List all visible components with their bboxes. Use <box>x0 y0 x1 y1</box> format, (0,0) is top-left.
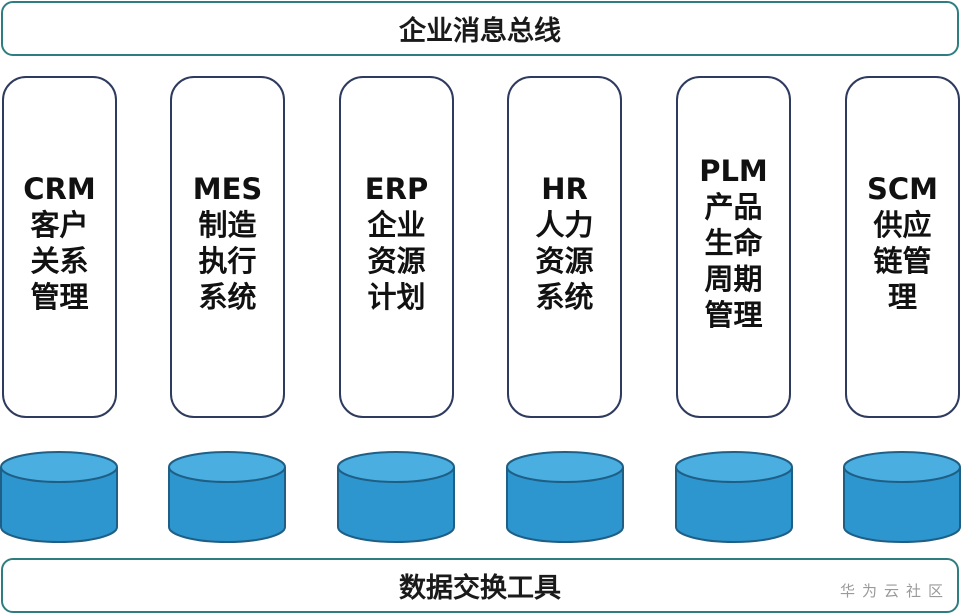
system-hr: HR 人力 资源 系统 <box>507 76 622 418</box>
system-scm-label: SCM 供应 链管 理 <box>866 172 939 314</box>
system-crm-label: CRM 客户 关系 管理 <box>23 172 96 314</box>
system-scm: SCM 供应 链管 理 <box>845 76 960 418</box>
systems-row: CRM 客户 关系 管理 MES 制造 执行 系统 ERP 企业 资源 计划 H… <box>0 76 962 418</box>
system-plm: PLM 产品 生命 周期 管理 <box>676 76 791 418</box>
database-cylinder-icon <box>0 451 118 543</box>
databases-row <box>0 450 962 545</box>
database-cylinder-icon <box>675 451 793 543</box>
database-cylinder-icon <box>337 451 455 543</box>
database-cylinder-icon <box>843 451 961 543</box>
enterprise-message-bus: 企业消息总线 <box>1 1 959 56</box>
system-erp: ERP 企业 资源 计划 <box>339 76 454 418</box>
database-cylinder-icon <box>506 451 624 543</box>
database-cylinder-icon <box>168 451 286 543</box>
data-exchange-label: 数据交换工具 <box>399 573 561 604</box>
message-bus-label: 企业消息总线 <box>399 16 561 47</box>
system-mes-label: MES 制造 执行 系统 <box>192 172 263 314</box>
system-plm-label: PLM 产品 生命 周期 管理 <box>699 154 768 332</box>
system-crm: CRM 客户 关系 管理 <box>2 76 117 418</box>
system-erp-label: ERP 企业 资源 计划 <box>364 172 429 314</box>
system-hr-label: HR 人力 资源 系统 <box>535 172 594 314</box>
watermark: 华为云社区 <box>839 582 950 600</box>
data-exchange-tool: 数据交换工具 <box>1 558 959 613</box>
system-mes: MES 制造 执行 系统 <box>170 76 285 418</box>
